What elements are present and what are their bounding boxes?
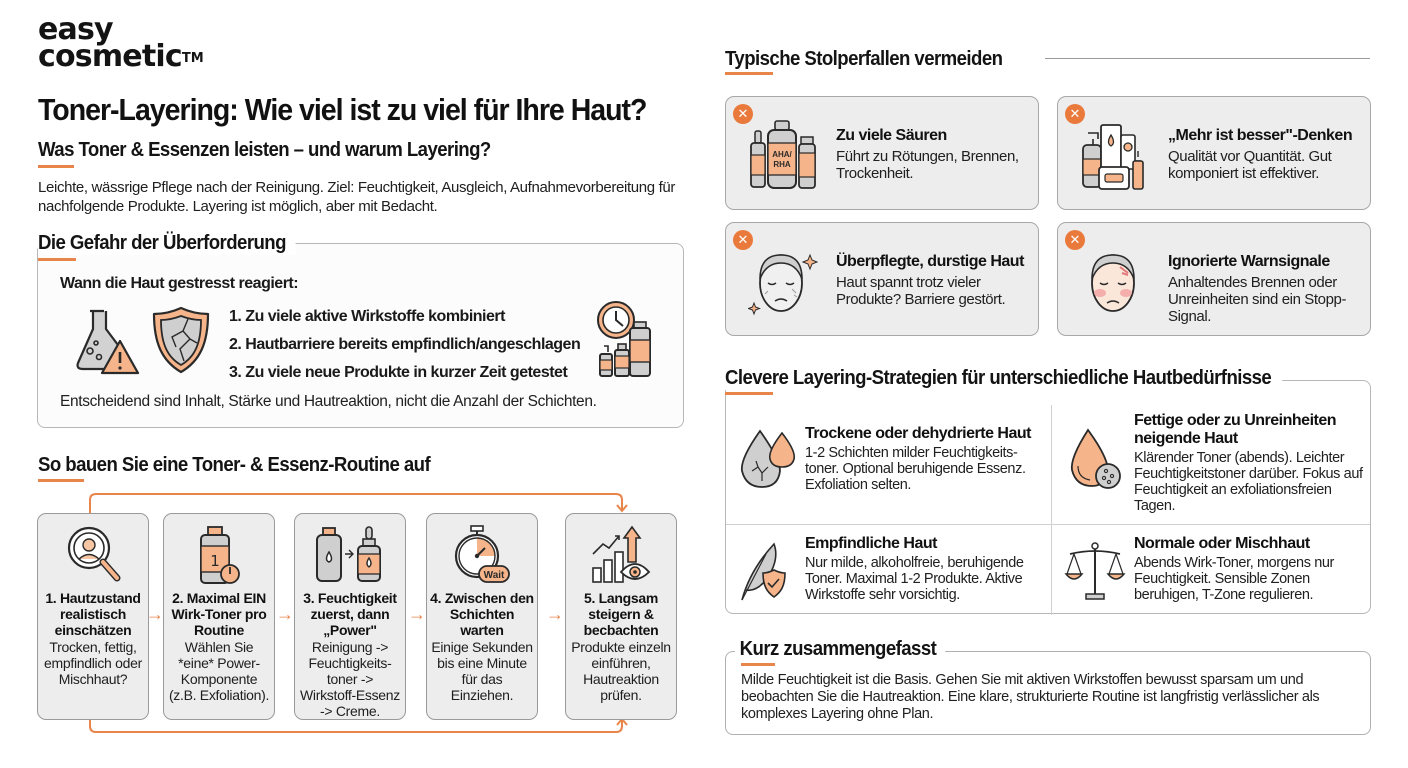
step-text: Wählen Sie *eine* Power-Komponente (z.B.…: [168, 639, 270, 703]
loop-arrow: [89, 493, 628, 733]
danger-subheading: Wann die Haut gestresst reagiert:: [60, 275, 299, 292]
brand-line1: easy: [38, 12, 114, 47]
pitfalls-heading: Typische Stolperfallen vermeiden: [725, 48, 1003, 70]
clock-bottles-icon: [597, 301, 651, 377]
routine-step-3: 3. Feuchtigkeit zuerst, dann „Power" Rei…: [294, 513, 406, 720]
flask-warning-icon: [76, 309, 140, 375]
danger-heading: Die Gefahr der Überforderung: [38, 232, 296, 255]
brand-line2: cosmetic: [38, 39, 183, 74]
strategy-title: Normale oder Mischhaut: [1134, 535, 1310, 552]
dry-face-icon: [748, 253, 818, 316]
strategies-heading: Clevere Layering-Strategien für untersch…: [725, 367, 1283, 390]
strategy-text: Nur milde, alkoholfreie, beruhigende Ton…: [805, 555, 1024, 603]
svg-text:Wait: Wait: [484, 570, 505, 581]
summary-panel: [725, 651, 1371, 735]
strategies-panel: [725, 380, 1371, 614]
cracked-shield-icon: [152, 306, 210, 374]
arrow-right-icon: →: [276, 604, 294, 624]
strategies-divider-h: [726, 524, 1370, 525]
danger-item: 1. Zu viele aktive Wirkstoffe kombiniert: [229, 308, 505, 325]
svg-text:AHA/: AHA/: [772, 150, 792, 159]
strategy-item: Empfindliche Haut Nur milde, alkoholfrei…: [805, 535, 1045, 603]
routine-step-1: 1. Hautzustand realistisch einschätzen T…: [37, 513, 149, 720]
pitfall-text: Haut spannt trotz vieler Produkte? Barri…: [836, 274, 1006, 308]
x-badge-icon: ✕: [733, 104, 753, 124]
pitfall-card: ✕ „Mehr ist besser"-Denken Qualität vor …: [1057, 96, 1371, 210]
arrow-right-icon: →: [546, 604, 564, 624]
step-title: 4. Zwischen den Schichten warten: [430, 590, 534, 638]
strategy-item: Trockene oder dehydrierte Haut 1-2 Schic…: [805, 425, 1045, 493]
summary-text: Milde Feuchtigkeit ist die Basis. Gehen …: [741, 672, 1320, 722]
pitfall-title: Ignorierte Warnsignale: [1168, 253, 1330, 270]
strategies-divider-v: [1051, 405, 1052, 615]
danger-item: 2. Hautbarriere bereits empfindlich/ange…: [229, 336, 581, 353]
routine-underline: [38, 479, 84, 482]
summary-heading: Kurz zusammengefasst: [735, 638, 946, 661]
growth-chart-eye-icon: [592, 525, 651, 583]
step-text: Reinigung -> Feuchtigkeits-toner -> Wirk…: [300, 639, 400, 719]
step-text: Einige Sekunden bis eine Minute für das …: [431, 639, 533, 703]
step-text: Produkte einzeln einführen, Hautreaktion…: [571, 639, 671, 703]
pitfall-text: Führt zu Rötungen, Brennen, Trockenheit.: [836, 148, 1019, 182]
x-badge-icon: ✕: [1065, 230, 1085, 250]
routine-step-5: 5. Langsam steigern & becbachten Produkt…: [565, 513, 677, 720]
step-text: Trocken, fettig, empfindlich oder Mischh…: [44, 639, 142, 687]
pitfall-card: ✕ Überpflegte, durstige Haut Haut spannt…: [725, 222, 1039, 336]
pitfall-text: Qualität vor Quantität. Gut komponiert i…: [1168, 148, 1332, 182]
strategy-item: Normale oder Mischhaut Abends Wirk-Toner…: [1134, 535, 1364, 603]
pitfall-title: Zu viele Säuren: [836, 127, 947, 144]
routine-step-2: 1 2. Maximal EIN Wirk-Toner pro Routine …: [163, 513, 275, 720]
oil-drop-pores-icon: [1070, 428, 1121, 489]
danger-item: 3. Zu viele neue Produkte in kurzer Zeit…: [229, 364, 568, 381]
many-products-icon: [1082, 124, 1144, 190]
acid-bottles-icon: AHA/ RHA: [750, 120, 816, 189]
strategy-item: Fettige oder zu Unreinheiten neigende Ha…: [1134, 412, 1364, 514]
svg-text:RHA: RHA: [773, 160, 791, 169]
strategy-title: Trockene oder dehydrierte Haut: [805, 425, 1031, 442]
routine-step-4: Wait 4. Zwischen den Schichten warten Ei…: [426, 513, 538, 720]
strategy-text: 1-2 Schichten milder Feuchtigkeits-toner…: [805, 445, 1026, 493]
danger-panel: [37, 243, 684, 428]
intro-underline: [38, 165, 74, 168]
page-title: Toner-Layering: Wie viel ist zu viel für…: [38, 92, 647, 127]
arrow-right-icon: →: [408, 604, 426, 624]
danger-note: Entscheidend sind Inhalt, Stärke und Hau…: [60, 393, 597, 410]
arrow-right-icon: →: [146, 604, 164, 624]
feather-shield-icon: [741, 542, 786, 601]
brand-logo: easy cosmeticTM: [38, 12, 204, 72]
strategy-title: Fettige oder zu Unreinheiten neigende Ha…: [1134, 412, 1337, 447]
strategy-title: Empfindliche Haut: [805, 535, 937, 552]
x-badge-icon: ✕: [733, 230, 753, 250]
summary-underline: [741, 663, 775, 666]
irritated-face-icon: [1091, 254, 1135, 312]
cracked-drop-icon: [740, 429, 796, 488]
trademark: TM: [181, 51, 204, 66]
intro-heading: Was Toner & Essenzen leisten – und warum…: [38, 139, 491, 161]
routine-heading: So bauen Sie eine Toner- & Essenz-Routin…: [38, 454, 431, 476]
pitfall-title: Überpflegte, durstige Haut: [836, 253, 1024, 270]
danger-list: 1. Zu viele aktive Wirkstoffe kombiniert…: [229, 303, 581, 387]
step-title: 3. Feuchtigkeit zuerst, dann „Power": [303, 590, 397, 638]
pitfall-card: ✕ AHA/ RHA Zu viele Säuren Führt zu Rötu…: [725, 96, 1039, 210]
step-title: 5. Langsam steigern & becbachten: [583, 590, 659, 638]
danger-underline: [38, 258, 76, 261]
pitfall-card: ✕ Ignorierte Warnsignale Anhaltendes Bre…: [1057, 222, 1371, 336]
svg-text:1: 1: [210, 552, 220, 570]
magnifier-face-icon: [67, 526, 121, 582]
pitfall-text: Anhaltendes Brennen oder Unreinheiten si…: [1168, 274, 1347, 325]
step-title: 1. Hautzustand realistisch einschätzen: [45, 590, 141, 638]
balance-scale-icon: [1064, 542, 1126, 600]
bottle-one-icon: 1: [200, 526, 240, 584]
strategies-underline: [725, 392, 773, 395]
bottle-to-dropper-icon: [316, 526, 381, 582]
x-badge-icon: ✕: [1065, 104, 1085, 124]
pitfalls-underline: [725, 72, 773, 75]
step-title: 2. Maximal EIN Wirk-Toner pro Routine: [171, 590, 267, 638]
pitfall-title: „Mehr ist besser"-Denken: [1168, 127, 1353, 144]
strategy-text: Abends Wirk-Toner, morgens nur Feuchtigk…: [1134, 555, 1334, 603]
stopwatch-wait-icon: Wait: [454, 525, 510, 583]
pitfalls-rule: [1045, 58, 1370, 59]
strategy-text: Klärender Toner (abends). Leichter Feuch…: [1134, 450, 1363, 514]
intro-text: Leichte, wässrige Pflege nach der Reinig…: [38, 179, 676, 215]
